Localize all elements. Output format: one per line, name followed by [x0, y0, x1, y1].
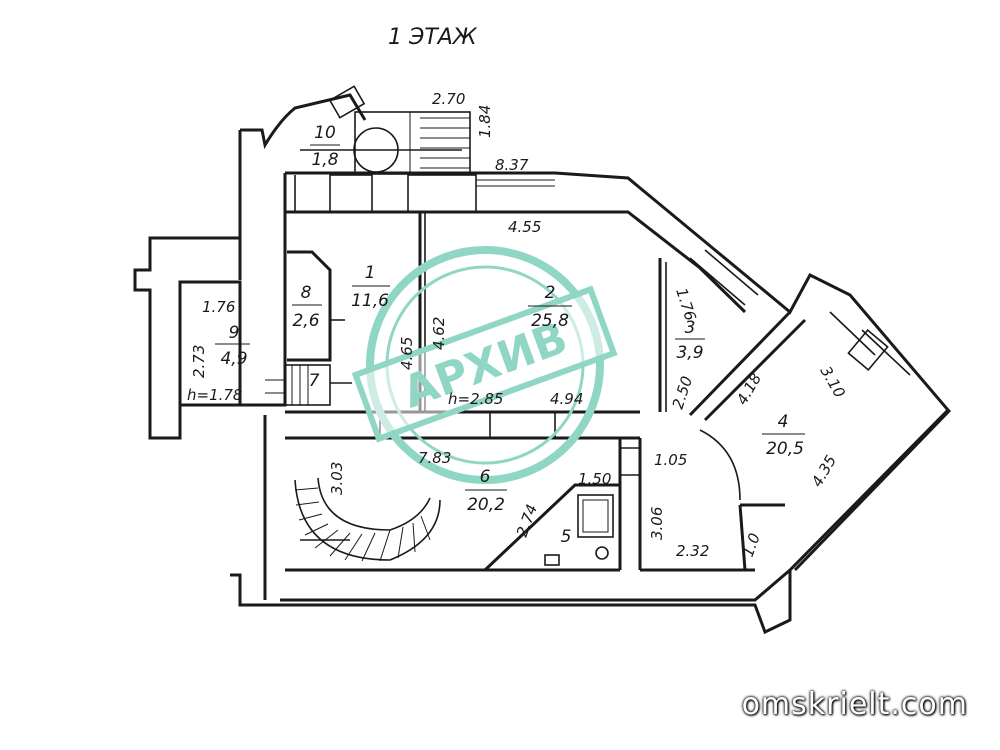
room-4-windows — [689, 249, 911, 376]
room-5-number: 5 — [561, 527, 572, 547]
dimension-labels: 2.70 1.84 8.37 4.55 4.62 4.65 1.76 2.73 … — [187, 90, 849, 560]
room-9-area: 4,9 — [220, 349, 247, 369]
dim-4-35: 4.35 — [808, 452, 840, 490]
room-6-number: 6 — [480, 467, 491, 487]
dim-7-83: 7.83 — [418, 449, 451, 467]
interior-walls — [283, 212, 807, 572]
room-2-number: 2 — [545, 283, 556, 303]
top-stair — [294, 85, 471, 212]
dim-3-03: 3.03 — [328, 462, 346, 495]
room-8-number: 8 — [301, 283, 312, 303]
dim-4-55: 4.55 — [508, 218, 541, 236]
dim-1-76-left: 1.76 — [202, 298, 235, 316]
dim-2-32: 2.32 — [676, 542, 709, 560]
bathroom-room-5 — [483, 483, 620, 572]
room-4-area: 20,5 — [766, 439, 804, 459]
dim-h-2-85: h=2.85 — [448, 390, 503, 408]
outer-walls — [133, 93, 952, 635]
dim-h-1-78: h=1.78 — [187, 386, 242, 404]
room-9-number: 9 — [229, 323, 240, 343]
dim-8-37: 8.37 — [495, 156, 529, 174]
site-watermark: omskrielt.com — [741, 687, 968, 722]
steps-room-7 — [265, 364, 352, 406]
dim-4-65: 4.65 — [398, 337, 416, 370]
room-3-number: 3 — [685, 318, 696, 338]
room-7-number: 7 — [309, 371, 320, 391]
archive-stamp: АРХИВ — [351, 246, 618, 484]
dim-2-70: 2.70 — [432, 90, 465, 108]
dim-4-18: 4.18 — [733, 370, 765, 408]
dim-3-06: 3.06 — [648, 507, 666, 540]
dim-3-10: 3.10 — [817, 363, 849, 401]
closet-room-8 — [287, 250, 345, 362]
room-10-area: 1,8 — [311, 150, 338, 170]
dim-4-94: 4.94 — [550, 390, 583, 408]
dim-2-73: 2.73 — [190, 345, 208, 378]
room-3-area: 3,9 — [676, 343, 703, 363]
spiral-stair — [294, 477, 441, 562]
floor-title: 1 ЭТАЖ — [388, 25, 478, 50]
dim-1-76-right: 1.76 — [672, 286, 699, 323]
dim-1-50: 1.50 — [578, 470, 611, 488]
dim-1-84: 1.84 — [476, 105, 494, 138]
room-4-number: 4 — [778, 412, 789, 432]
room-1-number: 1 — [365, 263, 376, 283]
dim-4-62: 4.62 — [430, 317, 448, 350]
room-10-number: 10 — [314, 123, 336, 143]
room-6-area: 20,2 — [467, 495, 505, 515]
dim-1-05: 1.05 — [654, 451, 687, 469]
room-1-area: 11,6 — [351, 291, 389, 311]
room-2-area: 25,8 — [531, 311, 569, 331]
room-8-area: 2,6 — [292, 311, 319, 331]
dim-2-50: 2.50 — [669, 374, 696, 411]
top-windows — [329, 174, 555, 213]
room-labels: 1 11,6 2 25,8 3 3,9 4 20,5 5 6 20,2 7 8 … — [215, 123, 805, 547]
